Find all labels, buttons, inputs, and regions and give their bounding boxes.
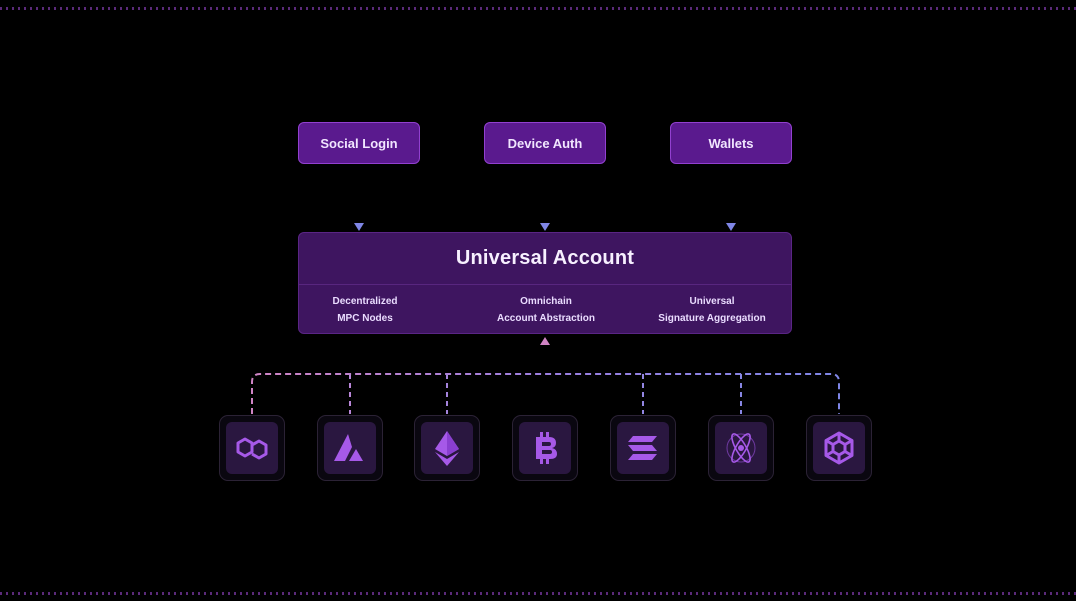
feature-mpc-nodes: Decentralized MPC Nodes xyxy=(290,293,440,327)
polygon-icon xyxy=(236,437,268,460)
feature-mpc-line1: Decentralized xyxy=(332,296,398,307)
top-dotted-border xyxy=(0,7,1076,10)
cosmos-icon xyxy=(726,433,756,463)
social-login-box: Social Login xyxy=(298,122,420,164)
chain-avalanche xyxy=(317,415,383,481)
bottom-dotted-border xyxy=(0,592,1076,595)
device-auth-label: Device Auth xyxy=(507,135,583,151)
universal-account-box: Universal Account Decentralized MPC Node… xyxy=(298,232,792,334)
feature-aa-line1: Omnichain xyxy=(520,296,572,307)
solana-icon xyxy=(628,436,657,460)
universal-account-title: Universal Account xyxy=(455,246,635,269)
chain-solana xyxy=(610,415,676,481)
avalanche-icon xyxy=(334,434,363,461)
chain-bitcoin xyxy=(512,415,578,481)
ethereum-icon xyxy=(435,431,459,466)
arrowhead-social-login xyxy=(354,223,364,231)
bnb-chain-icon xyxy=(824,431,854,465)
bitcoin-icon xyxy=(536,432,557,464)
feature-account-abstraction: Omnichain Account Abstraction xyxy=(471,293,621,327)
feature-sig-line1: Universal xyxy=(689,296,735,307)
feature-aa-line2: Account Abstraction xyxy=(497,313,595,324)
chain-polygon xyxy=(219,415,285,481)
arrowhead-chains-to-account xyxy=(540,337,550,345)
arrowhead-device-auth xyxy=(540,223,550,231)
wallets-box: Wallets xyxy=(670,122,792,164)
chain-cosmos xyxy=(708,415,774,481)
feature-sig-line2: Signature Aggregation xyxy=(658,313,766,324)
wallets-label: Wallets xyxy=(708,135,754,151)
feature-signature-aggregation: Universal Signature Aggregation xyxy=(637,293,787,327)
device-auth-box: Device Auth xyxy=(484,122,606,164)
universal-account-divider xyxy=(299,284,791,285)
social-login-label: Social Login xyxy=(320,135,398,151)
arrowhead-wallets xyxy=(726,223,736,231)
feature-mpc-line2: MPC Nodes xyxy=(337,313,393,324)
chain-ethereum xyxy=(414,415,480,481)
chain-bnb xyxy=(806,415,872,481)
